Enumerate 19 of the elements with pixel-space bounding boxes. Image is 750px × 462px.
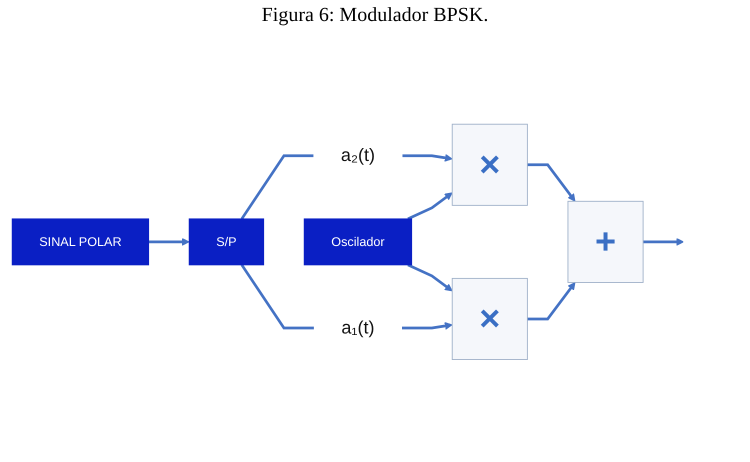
node-box: × [452,278,528,360]
node-box: + [568,200,644,283]
arrow [407,263,453,291]
arrow [148,238,190,246]
arrow [402,322,453,330]
connector [240,264,314,329]
arrow [407,192,453,220]
node-box: Oscilador [304,218,412,265]
node-box: × [452,123,528,206]
arrow [527,282,576,320]
arrow [643,238,684,246]
connector [240,154,314,220]
node-text: a₂(t) [340,145,375,166]
arrow [527,163,576,202]
node-box: SINAL POLAR [12,218,150,265]
figure-title: Figura 6: Modulador BPSK. [260,4,490,27]
node-text: a₁(t) [341,318,375,338]
arrow [402,154,453,162]
node-box: S/P [188,218,264,265]
